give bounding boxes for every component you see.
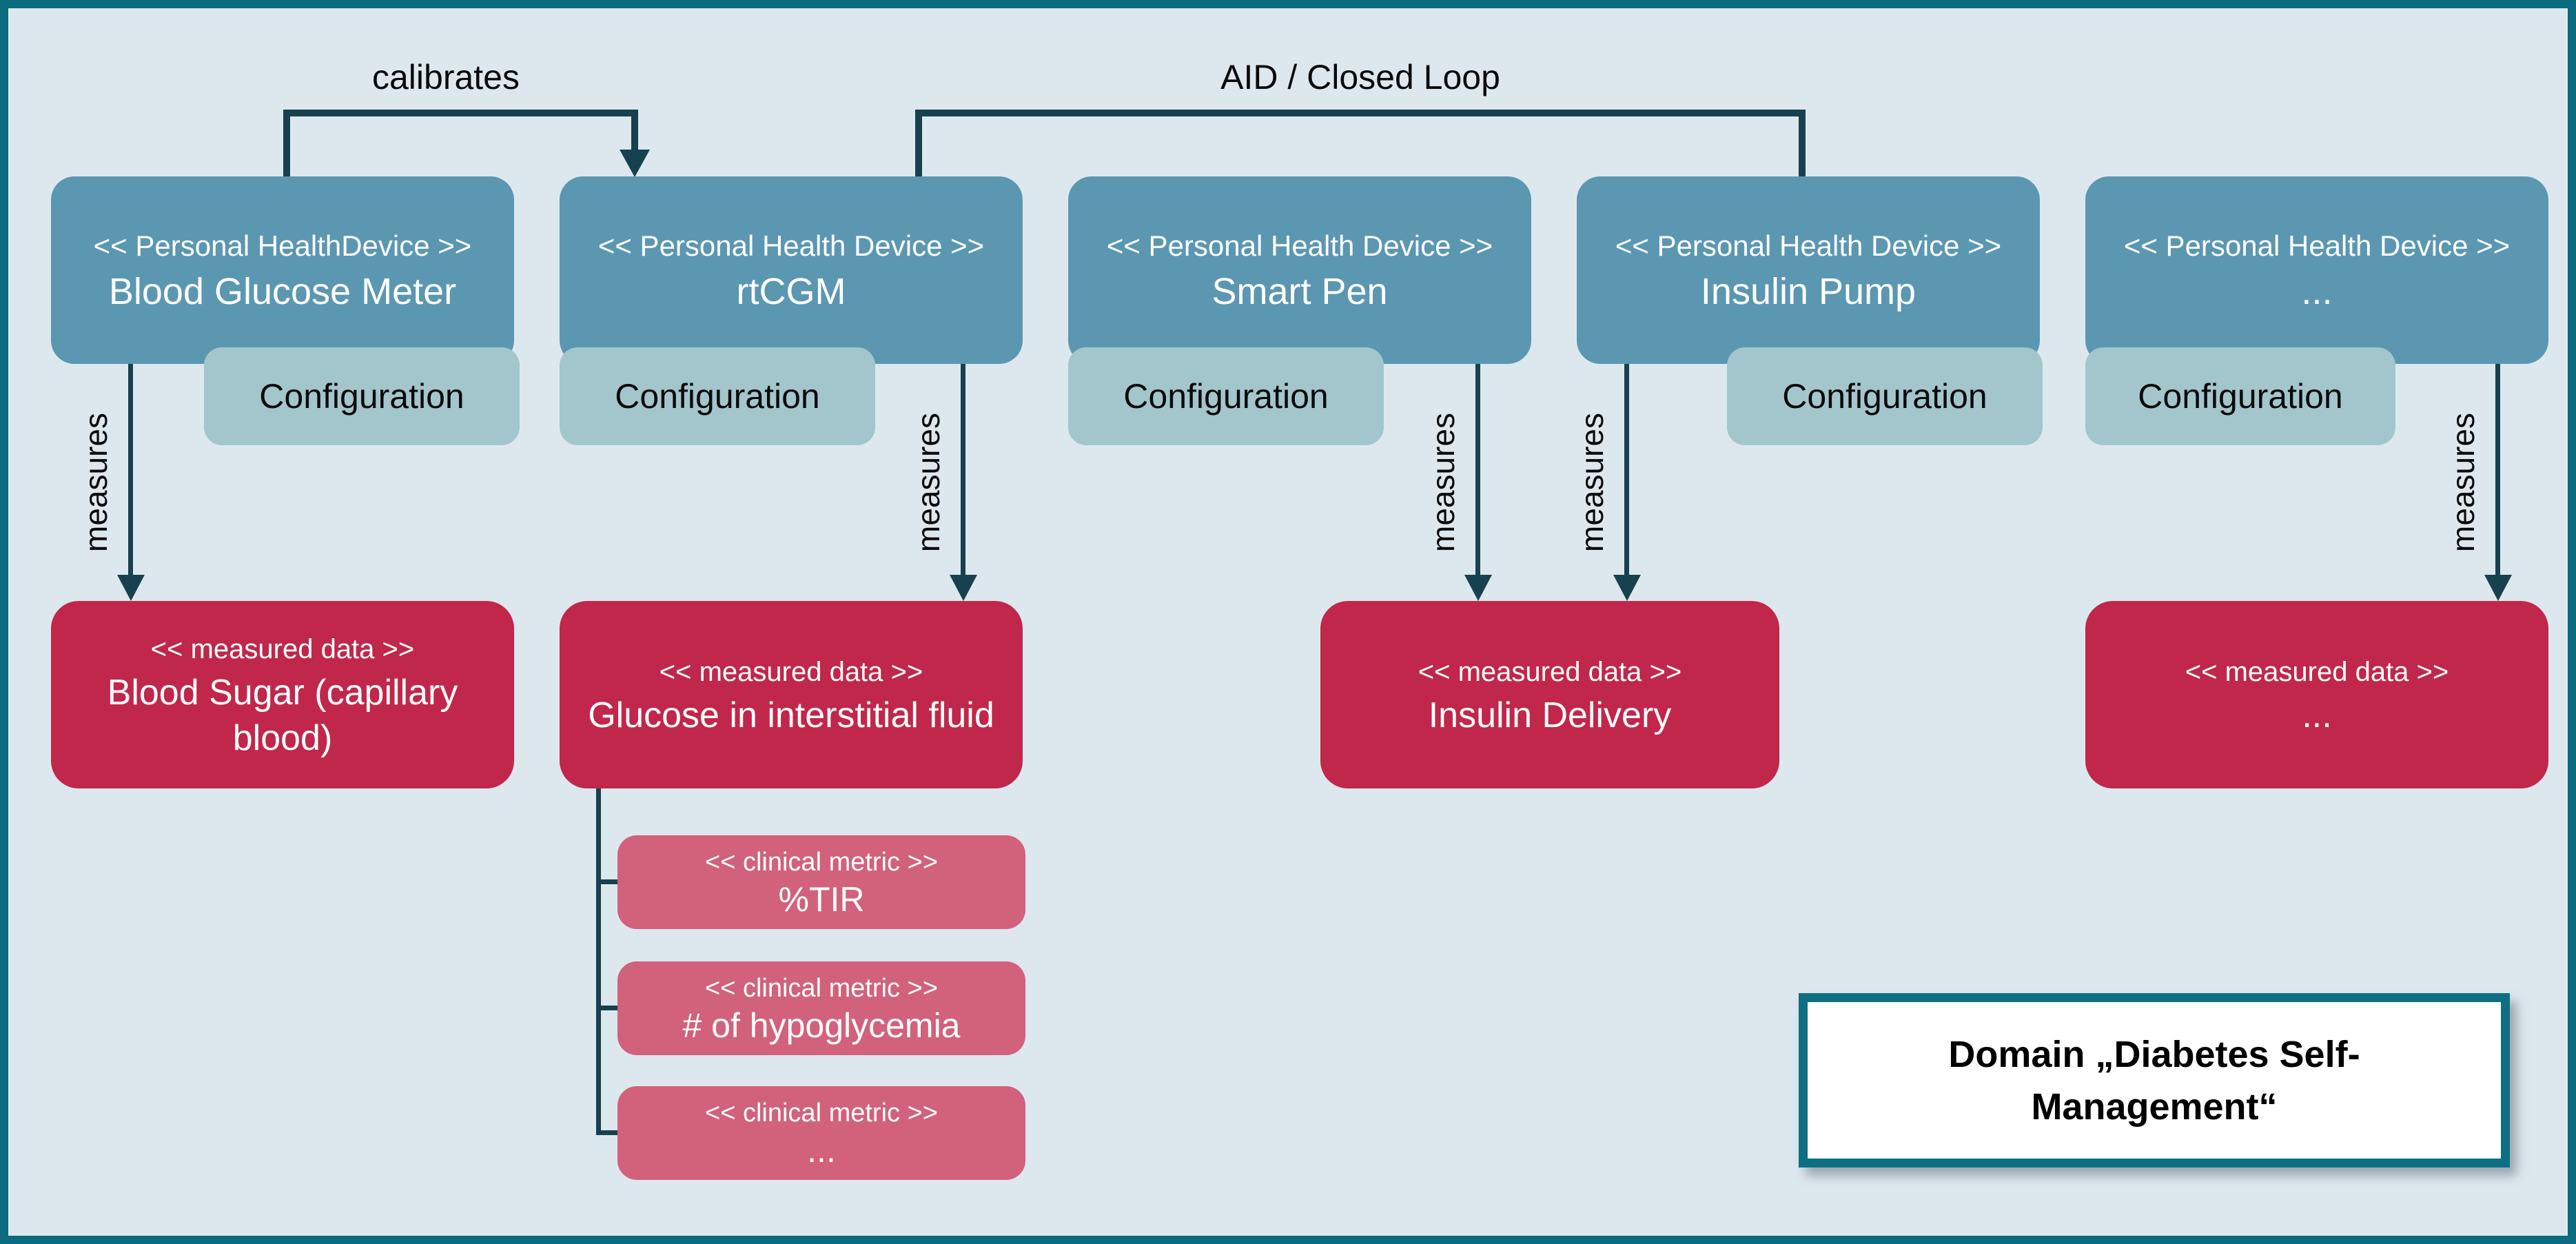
clinical-metric-stereotype: << clinical metric >> — [705, 848, 938, 877]
clinical-metric-branch-line — [596, 1006, 617, 1010]
measures-arrowhead-icon — [1464, 575, 1492, 601]
measures-line — [128, 363, 133, 576]
clinical-metric-box-tir: << clinical metric >> %TIR — [617, 835, 1025, 929]
device-name: Insulin Pump — [1700, 271, 1916, 312]
configuration-box-smart-pen: Configuration — [1068, 347, 1384, 445]
measured-data-name: ... — [2302, 695, 2332, 735]
device-name: rtCGM — [736, 271, 846, 312]
measures-line — [961, 363, 965, 576]
measures-label: measures — [78, 413, 114, 552]
aid-closed-loop-label: AID / Closed Loop — [1220, 58, 1500, 96]
measured-data-box-other: << measured data >> ... — [2085, 601, 2548, 788]
measured-data-stereotype: << measured data >> — [1418, 657, 1682, 687]
measured-data-stereotype: << measured data >> — [150, 634, 415, 664]
measured-data-box-blood-sugar: << measured data >> Blood Sugar (capilla… — [51, 601, 514, 788]
device-box-insulin-pump: << Personal Health Device >> Insulin Pum… — [1577, 176, 2040, 364]
device-name: ... — [2301, 271, 2333, 312]
measures-line — [2495, 363, 2500, 576]
clinical-metric-branch-line — [596, 1130, 617, 1135]
measures-line — [1624, 363, 1629, 576]
clinical-metric-name: %TIR — [778, 880, 865, 919]
clinical-metric-name: # of hypoglycemia — [682, 1006, 961, 1045]
device-stereotype: << Personal Health Device >> — [1615, 230, 2002, 262]
aid-line-horizontal — [915, 110, 1806, 116]
measured-data-name: Glucose in interstitial fluid — [588, 695, 994, 735]
calibrates-line-left-drop — [283, 110, 290, 176]
aid-line-left-drop — [915, 110, 922, 176]
measured-data-box-glucose-interstitial: << measured data >> Glucose in interstit… — [560, 601, 1023, 788]
measured-data-name: Insulin Delivery — [1428, 695, 1672, 735]
calibrates-label: calibrates — [372, 58, 520, 96]
device-name: Smart Pen — [1212, 271, 1388, 312]
device-name: Blood Glucose Meter — [108, 271, 457, 312]
measures-arrowhead-icon — [2484, 575, 2512, 601]
configuration-box-rtcgm: Configuration — [560, 347, 875, 445]
device-box-other: << Personal Health Device >> ... — [2085, 176, 2548, 364]
measures-label: measures — [2445, 413, 2481, 552]
device-stereotype: << Personal Health Device >> — [1106, 230, 1493, 262]
clinical-metric-name: ... — [807, 1131, 836, 1170]
domain-title-box: Domain „Diabetes Self-Management“ — [1799, 993, 2510, 1167]
measures-label: measures — [1425, 413, 1461, 552]
aid-line-right-drop — [1799, 110, 1806, 176]
measured-data-name: Blood Sugar (capillary blood) — [107, 673, 458, 758]
configuration-box-insulin-pump: Configuration — [1727, 347, 2043, 445]
device-box-rtcgm: << Personal Health Device >> rtCGM — [560, 176, 1023, 364]
device-stereotype: << Personal Health Device >> — [597, 230, 985, 262]
measures-arrowhead-icon — [950, 575, 977, 601]
calibrates-line-horizontal — [283, 110, 638, 116]
configuration-box-other: Configuration — [2085, 347, 2395, 445]
clinical-metric-branch-line — [596, 879, 617, 884]
clinical-metric-stereotype: << clinical metric >> — [705, 1099, 938, 1128]
measures-arrowhead-icon — [117, 575, 145, 601]
configuration-box-blood-glucose-meter: Configuration — [204, 347, 520, 445]
clinical-metric-trunk-line — [596, 788, 601, 1134]
measured-data-stereotype: << measured data >> — [2185, 657, 2449, 687]
device-stereotype: << Personal HealthDevice >> — [93, 230, 472, 262]
clinical-metric-box-other: << clinical metric >> ... — [617, 1086, 1025, 1180]
measures-label: measures — [910, 413, 946, 552]
device-box-blood-glucose-meter: << Personal HealthDevice >> Blood Glucos… — [51, 176, 514, 364]
device-stereotype: << Personal Health Device >> — [2123, 230, 2511, 262]
measures-label: measures — [1574, 413, 1610, 552]
device-box-smart-pen: << Personal Health Device >> Smart Pen — [1068, 176, 1531, 364]
calibrates-arrowhead-icon — [620, 150, 650, 177]
measures-arrowhead-icon — [1613, 575, 1641, 601]
clinical-metric-stereotype: << clinical metric >> — [705, 974, 938, 1003]
clinical-metric-box-hypoglycemia: << clinical metric >> # of hypoglycemia — [617, 961, 1025, 1055]
calibrates-arrow-shaft — [631, 110, 638, 152]
measures-line — [1475, 363, 1480, 576]
measured-data-box-insulin-delivery: << measured data >> Insulin Delivery — [1320, 601, 1779, 788]
measured-data-stereotype: << measured data >> — [659, 657, 923, 687]
